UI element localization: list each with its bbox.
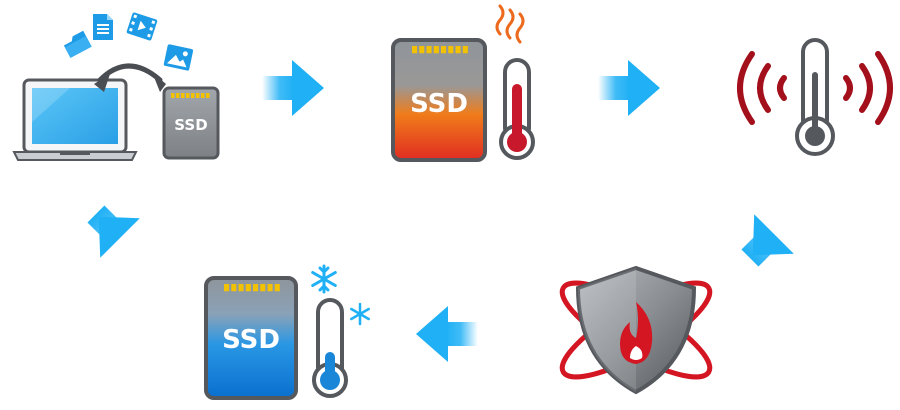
- hot-ssd-label: SSD: [410, 89, 468, 119]
- flow-arrow-left: [416, 306, 478, 362]
- cold-ssd-icon: SSD: [204, 264, 370, 400]
- cold-ssd-label: SSD: [222, 325, 280, 355]
- signal-waves-right-icon: [843, 51, 893, 125]
- flow-arrow-down-left: [741, 214, 794, 267]
- video-file-icon: [126, 12, 158, 41]
- heat-waves-icon: [495, 4, 525, 44]
- laptop-icon: [12, 78, 138, 161]
- gray-thermometer-icon: [795, 38, 835, 156]
- image-file-icon: [163, 44, 194, 71]
- signal-waves-left-icon: [737, 51, 787, 125]
- temperature-signal-icon: [737, 38, 893, 156]
- small-ssd-label: SSD: [174, 116, 207, 134]
- document-file-icon: [93, 14, 113, 40]
- flame-icon: [620, 302, 653, 364]
- hot-ssd-icon: SSD: [391, 4, 535, 162]
- snowflake-large-icon: [311, 264, 337, 294]
- laptop-to-ssd-transfer-icon: SSD: [12, 12, 220, 161]
- flow-arrow-right-1: [262, 60, 324, 116]
- folder-icon: [63, 30, 92, 58]
- exchange-arrows-icon: [94, 63, 166, 92]
- snowflake-small-icon: [350, 302, 370, 326]
- flow-arrow-right-2: [598, 60, 660, 116]
- red-thermometer-icon: [499, 58, 535, 160]
- blue-thermometer-icon: [312, 298, 348, 398]
- flow-arrow-up-left: [87, 205, 140, 258]
- heat-shield-icon: [559, 265, 713, 395]
- small-ssd-icon: SSD: [162, 86, 220, 160]
